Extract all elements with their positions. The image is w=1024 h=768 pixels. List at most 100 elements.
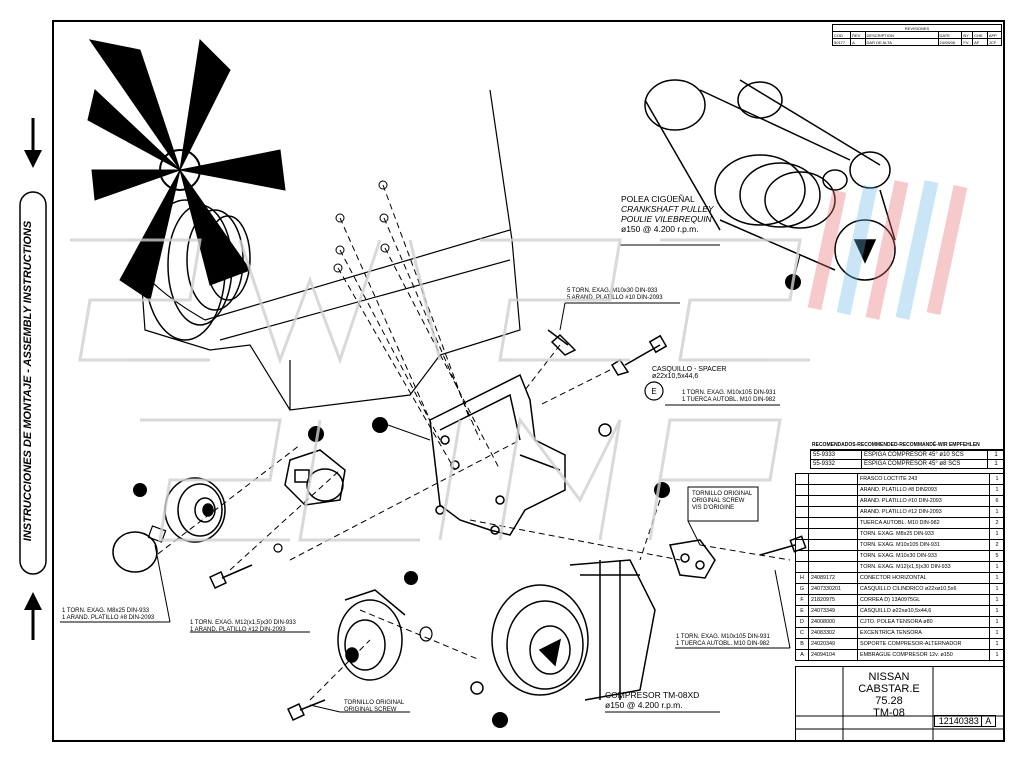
title-block: NISSAN CABSTAR.E 75.28 TM-08 12140383 A [795,666,1005,742]
drawing-frame [52,20,1005,742]
label-line: ORIGINAL SCREW [344,707,397,713]
up-arrow-icon [24,592,42,640]
parts-cell-desc: TORN. EXAG. M10x30 DIN-933 [857,550,990,562]
callout-circle-e [644,381,664,401]
label-line: 1 TUERCA AUTOBL. M10 DIN-982 [682,397,776,403]
rec-qty: 1 [987,460,1004,468]
parts-cell-code: 21820975 [808,594,858,606]
parts-cell-code [808,561,858,573]
parts-cell-ltr [795,517,809,529]
parts-cell-code [808,473,858,485]
original-screw-bottom [287,699,326,721]
parts-cell-qty: 1 [989,649,1005,661]
label-line: POULIE VILEBREQUIN [621,214,712,224]
parts-cell-ltr: B [795,638,809,650]
label-line: 1 TORN. EXAG. M8x25 DIN-933 [62,608,150,614]
parts-cell-desc: EXCENTRICA TENSORA [857,627,990,639]
callout-dot [133,483,147,497]
side-label-frame [19,191,47,575]
label-line: 1 TUERCA AUTOBL. M10 DIN-982 [676,641,770,647]
parts-cell-ltr [795,528,809,540]
bolt-left-label: 1 TORN. EXAG. M8x25 DIN-933 1 ARAND. PLA… [62,608,154,622]
title-block-model: NISSAN CABSTAR.E 75.28 TM-08 [844,671,934,719]
parts-cell-desc: CASQUILLO CILINDRICO ø22xø10,5x6 [857,583,990,595]
washer-icon [273,543,283,553]
spacer-bolt-label: 1 TORN. EXAG. M10x105 DIN-931 1 TUERCA A… [682,390,776,404]
parts-cell-qty: 5 [989,550,1005,562]
spacer-label: CASQUILLO - SPACER ø22x10,5x44,6 [652,366,727,380]
rev-header: CHK [972,31,988,39]
callout-dot [372,417,388,433]
label-line: 1 TORN. EXAG. M12(x1,5)x30 DIN-933 [190,620,296,626]
parts-cell-code [808,484,858,496]
parts-cell-ltr [795,561,809,573]
down-arrow-icon [24,118,42,168]
parts-cell-qty: 1 [989,561,1005,573]
parts-cell-qty: 1 [989,583,1005,595]
parts-cell-ltr [795,550,809,562]
dust-cap [112,531,158,573]
parts-cell-qty: 6 [989,495,1005,507]
engine-block [139,89,521,411]
crankshaft-pulley-label: POLEA CIGÜEÑAL CRANKSHAFT PULLEY POULIE … [621,194,714,234]
engine-bolt-holes [333,180,390,273]
drawing-number: 12140383 A [934,715,996,727]
revisions-title: REVISIONES [832,24,1002,32]
rev-cell: JCF [986,38,1003,46]
label-line: 5 ARAND. PLATILLO #10 DIN-2093 [567,295,663,301]
label-line: 1 ARAND. PLATILLO #12 DIN-2093 [190,627,286,633]
callout-dot [492,712,508,728]
parts-cell-desc: CASQUILLO ø22xø10,5x44,6 [857,605,990,617]
parts-cell-desc: TORN. EXAG. M8x25 DIN-933 [857,528,990,540]
parts-cell-desc: EMBRAGUE COMPRESOR 12v. ø150 [857,649,990,661]
parts-cell-code [808,495,858,507]
nut-icon [598,423,612,437]
model-variant: TM-08 [873,707,905,719]
parts-cell-ltr [795,506,809,518]
bolt-right-label: 1 TORN. EXAG. M10x105 DIN-931 1 TUERCA A… [676,634,770,648]
parts-cell-desc: FRASCO LOCTITE 243 [857,473,990,485]
parts-cell-ltr: C [795,627,809,639]
label-line: POLEA CIGÜEÑAL [621,194,695,204]
mounting-bracket [429,373,566,536]
horizontal-connector [669,539,716,579]
washer-icon [419,626,433,642]
parts-cell-code: 2407330201 [808,583,858,595]
rev-cell: DAR DE ALTA [864,38,939,46]
callout-letter-e: E [651,387,656,396]
rev-header: COD [831,31,852,39]
parts-cell-qty: 1 [989,627,1005,639]
parts-cell-ltr [795,473,809,485]
original-screw-right-label: TORNILLO ORIGINAL ORIGINAL SCREW VIS D'O… [692,491,752,512]
belt-drive [644,79,896,281]
parts-cell-qty: 2 [989,539,1005,551]
label-line: 1 ARAND. PLATILLO #8 DIN-2093 [62,615,155,621]
parts-cell-code: 24020349 [808,638,858,650]
parts-cell-ltr: D [795,616,809,628]
rev-header: DESCRIPTION [864,31,939,39]
rec-code: 55-9332 [813,461,836,467]
parts-cell-qty: 1 [989,484,1005,496]
parts-cell-qty: 1 [989,473,1005,485]
parts-cell-qty: 1 [989,638,1005,650]
parts-cell-code: 24089172 [808,572,858,584]
title-block-lines [795,666,1005,742]
label-line: 1 TORN. EXAG. M10x105 DIN-931 [682,390,776,396]
drawing-number-value: 12140383 [938,716,979,726]
rev-header: BY [961,31,974,39]
label-line: ø150 @ 4.200 r.p.m. [621,224,699,234]
parts-cell-desc: ARAND. PLATILLO #10 DIN-2093 [857,495,990,507]
parts-cell-ltr [795,495,809,507]
label-line: ORIGINAL SCREW [692,498,745,504]
parts-cell-desc: ARAND. PLATILLO #12 DIN-2093 [857,506,990,518]
